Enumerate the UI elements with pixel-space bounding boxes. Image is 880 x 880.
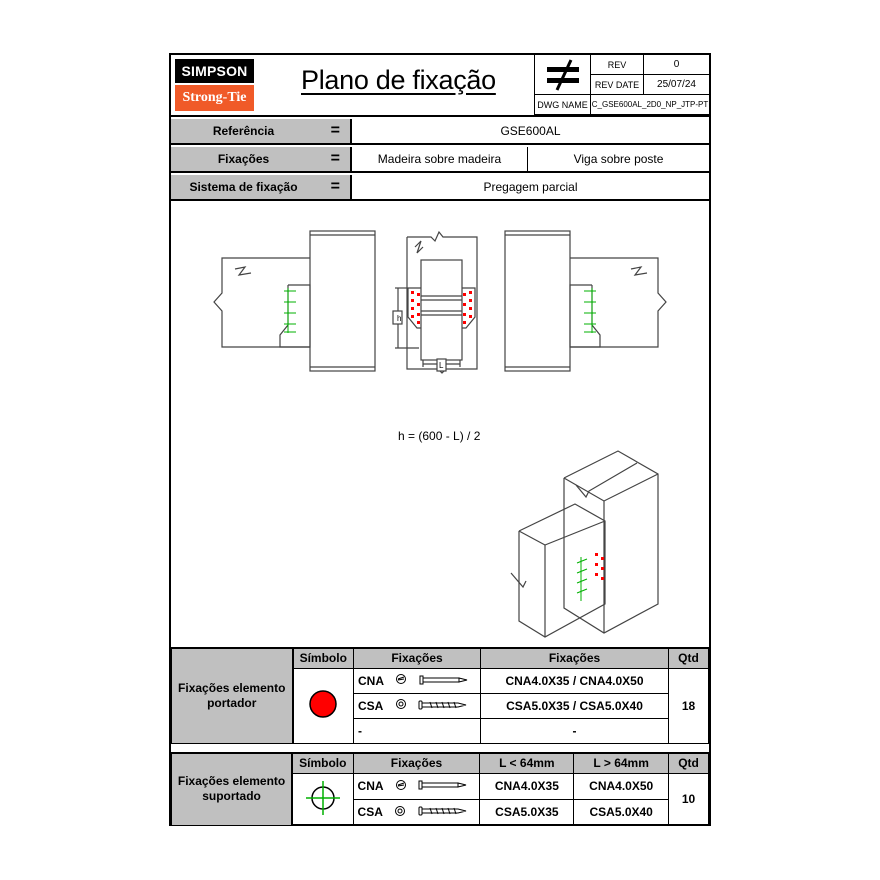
screw-head-icon [394,805,406,820]
header-simbolo: Símbolo [291,752,354,774]
portador-side-label: Fixações elemento portador [171,647,294,744]
header-qtd: Qtd [668,647,709,669]
row-fixacoes: Fixações = Madeira sobre madeira Viga so… [171,147,709,173]
height-formula: h = (600 - L) / 2 [398,429,481,443]
screw-icon [418,699,468,713]
screw-icon [418,805,468,819]
red-circle-icon [309,690,337,718]
sistema-label: Sistema de fixação [189,180,298,194]
screw-head-icon [395,698,407,713]
fastener-spec: - [480,717,669,744]
nail-icon [418,779,468,793]
rev-date-label: REV DATE [591,75,644,95]
dwg-name-label: DWG NAME [535,95,591,115]
fixacoes-value-2: Viga sobre poste [573,152,664,166]
not-equal-icon [535,55,591,95]
fastener-type: CSA [358,698,384,713]
fixacoes-label: Fixações [217,152,270,166]
simpson-strong-tie-logo: SIMPSON Strong-Tie [175,59,254,112]
header-l-short: L < 64mm [479,752,575,774]
header-qtd: Qtd [668,752,709,774]
rev-date-value: 25/07/24 [644,75,710,95]
table-fixings-supporting: Fixações elemento portador Símbolo Fixaç… [171,647,709,744]
suportado-side-label: Fixações elemento suportado [171,752,294,826]
fastener-type: - [353,717,481,744]
nail-icon [419,674,469,688]
fastener-spec: CSA5.0X35 / CSA5.0X40 [480,692,669,719]
fastener-type: CNA [358,673,384,688]
sistema-value: Pregagem parcial [483,180,578,194]
page-title: Plano de fixação [301,65,496,95]
equals-sign: = [330,178,340,195]
nail-head-icon [395,779,407,794]
crosshair-icon [305,780,340,815]
qtd-value: 10 [668,772,709,826]
equals-sign: = [330,150,340,167]
svg-text:h: h [397,314,401,323]
fastener-spec-long: CSA5.0X40 [573,798,670,826]
green-crosshair-symbol-cell [291,772,354,826]
header-fixacoes: Fixações [352,752,481,774]
logo-strong-tie: Strong-Tie [175,85,254,111]
fastener-spec-short: CNA4.0X35 [479,772,575,800]
nail-head-icon [395,673,407,688]
fastener-type: CSA [357,805,383,820]
header-l-long: L > 64mm [573,752,670,774]
technical-drawing: h L [171,201,709,647]
referencia-label: Referência [212,124,275,138]
revision-block: REV 0 REV DATE 25/07/24 DWG NAME C_GSE60… [534,55,710,115]
svg-text:L: L [439,361,444,370]
row-sistema: Sistema de fixação = Pregagem parcial [171,175,709,201]
fixing-plan-sheet: SIMPSON Strong-Tie Plano de fixação REV … [169,53,711,826]
header-simbolo: Símbolo [292,647,354,669]
header-fixacoes-2: Fixações [480,647,669,669]
red-circle-symbol-cell [292,667,354,744]
fastener-type: CNA [357,779,384,794]
row-referencia: Referência = GSE600AL [171,119,709,145]
rev-value: 0 [644,55,710,75]
referencia-value: GSE600AL [500,124,561,138]
table-fixings-supported: Fixações elemento suportado Símbolo Fixa… [171,752,709,826]
connection-drawing: h L [213,230,667,638]
title-block: SIMPSON Strong-Tie Plano de fixação REV … [171,55,710,117]
qtd-value: 18 [668,667,709,744]
header-fixacoes: Fixações [353,647,481,669]
fixacoes-value-1: Madeira sobre madeira [352,147,528,171]
equals-sign: = [330,122,340,139]
fastener-spec: CNA4.0X35 / CNA4.0X50 [480,667,669,694]
fastener-spec-long: CNA4.0X50 [573,772,670,800]
fastener-spec-short: CSA5.0X35 [479,798,575,826]
logo-simpson: SIMPSON [175,59,254,83]
dwg-name-value: C_GSE600AL_2D0_NP_JTP-PT [591,95,710,115]
rev-label: REV [591,55,644,75]
